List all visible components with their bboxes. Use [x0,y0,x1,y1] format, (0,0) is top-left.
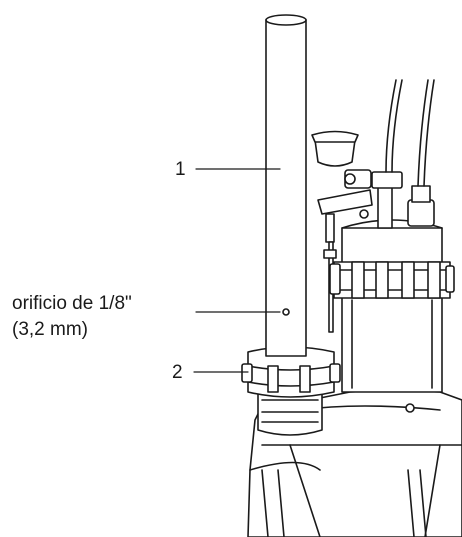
motor-cylinder [341,227,443,393]
pipe-opening [265,14,307,26]
pump-motor [311,79,455,393]
pipe-tube [265,19,307,357]
switch-cap [314,139,356,167]
cord-fitting-left [377,181,393,229]
cord-fitting-right [407,199,435,227]
callout-2-label: 2 [172,362,183,383]
power-cord-1 [385,79,397,173]
hole-label-line1: orificio de 1/8" [12,293,132,314]
hole-label-line2: (3,2 mm) [12,319,88,340]
power-cord-2 [417,79,429,187]
callout-1-label: 1 [175,159,186,180]
switch-rod-top [325,213,335,243]
discharge-pipe [241,14,341,436]
weep-hole [282,308,290,316]
switch-arm [317,189,373,215]
